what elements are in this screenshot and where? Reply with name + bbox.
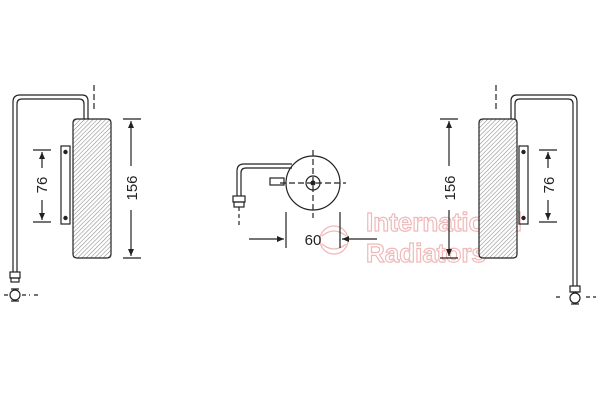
left-drier-body (72, 118, 112, 259)
watermark-logo (319, 225, 349, 255)
left-port-spacing-label: 76 (34, 177, 51, 194)
right-height-label: 156 (442, 175, 459, 200)
right-drier-body (478, 118, 518, 259)
right-bracket (518, 145, 529, 225)
left-bottom-fitting (4, 271, 40, 302)
left-height-label: 156 (124, 175, 141, 200)
watermark-line2: Radiators (366, 238, 486, 268)
right-port-spacing-label: 76 (541, 177, 558, 194)
center-view (232, 150, 377, 248)
center-pipe (236, 163, 292, 196)
right-bottom-fitting (556, 285, 596, 305)
left-bracket (60, 145, 71, 225)
right-view (440, 85, 596, 305)
left-pipe (12, 94, 89, 272)
right-pipe (510, 94, 578, 286)
center-diameter-label: 60 (305, 232, 322, 249)
left-view (4, 85, 141, 302)
